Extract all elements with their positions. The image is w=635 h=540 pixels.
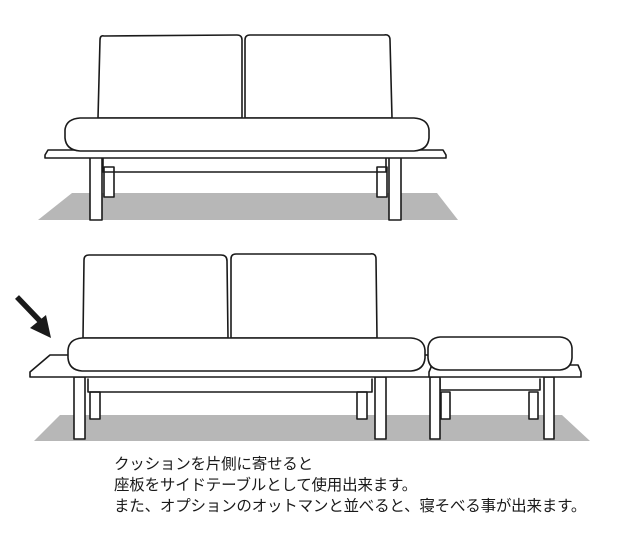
back-cushion-right xyxy=(230,253,378,339)
sofa-back-leg-left xyxy=(103,166,115,198)
seat-board xyxy=(44,149,447,159)
sofa-front-leg-left xyxy=(89,156,103,221)
caption-line-1: クッションを片側に寄せると xyxy=(114,455,313,473)
ottoman-apron xyxy=(439,378,541,391)
sofa-default-illustration xyxy=(38,34,458,221)
sofa-apron xyxy=(87,378,373,393)
sofa-back-leg-left xyxy=(89,391,101,420)
sofa-back-leg-right xyxy=(376,166,388,198)
sofa-with-ottoman-illustration xyxy=(29,253,590,441)
ottoman-front-leg-left xyxy=(429,376,441,440)
arrow-icon xyxy=(15,295,51,338)
caption-line-3: また、オプションのオットマンと並べると、寝そべる事が出来ます。 xyxy=(114,497,587,515)
sofa-illustrations xyxy=(15,34,590,441)
sofa-front-leg-right xyxy=(388,156,402,221)
ottoman-back-leg-right xyxy=(528,391,539,420)
ottoman-back-leg-left xyxy=(440,391,451,420)
sofa-front-leg-left xyxy=(73,376,86,440)
sofa-apron xyxy=(102,157,387,173)
sofa-front-leg-right xyxy=(374,376,387,440)
ottoman-cushion xyxy=(427,336,573,371)
sofa-back-leg-right xyxy=(356,391,368,420)
seat-cushion xyxy=(64,117,430,152)
caption-text: クッションを片側に寄せると 座板をサイドテーブルとして使用出来ます。 また、オプ… xyxy=(114,454,586,517)
back-cushion-left xyxy=(97,34,243,119)
back-cushion-left xyxy=(82,254,229,339)
caption-line-2: 座板をサイドテーブルとして使用出来ます。 xyxy=(114,476,418,494)
ottoman-front-leg-right xyxy=(543,376,555,440)
back-cushion-right xyxy=(244,34,393,119)
seat-cushion xyxy=(67,337,426,372)
floor-shadow xyxy=(38,193,458,220)
floor-shadow xyxy=(34,415,590,441)
